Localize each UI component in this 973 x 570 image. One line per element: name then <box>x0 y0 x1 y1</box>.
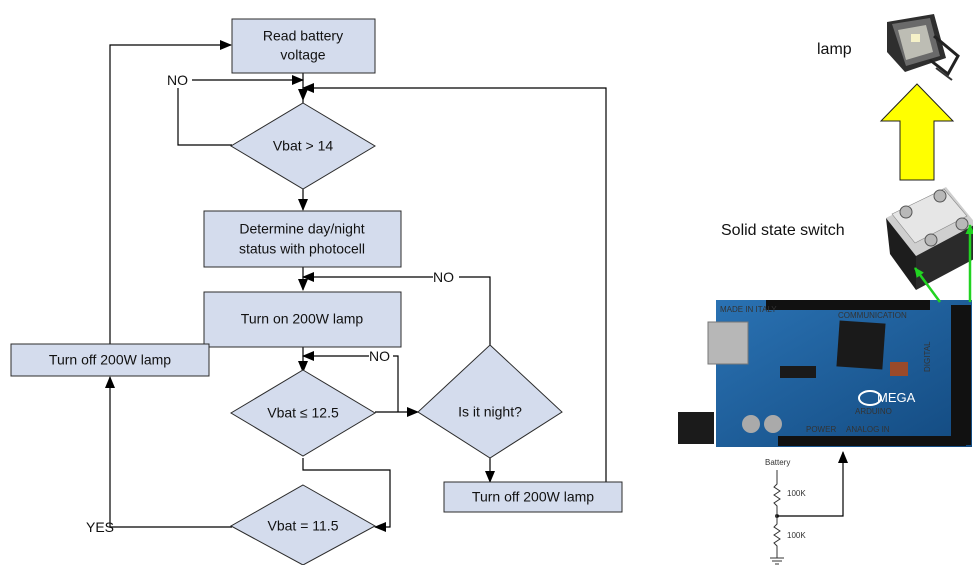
arduino-logo-icon <box>858 390 882 406</box>
usb-port <box>707 321 749 365</box>
board-body <box>716 300 972 447</box>
vbat-gt-14-text: Vbat > 14 <box>273 138 334 154</box>
resistor-bottom-icon <box>773 516 781 558</box>
mega-text: MEGA <box>877 390 916 405</box>
side-header <box>951 305 971 445</box>
lamp-label: lamp <box>817 41 852 58</box>
read-battery-line2: voltage <box>280 47 325 63</box>
resistor-top-icon <box>773 470 781 516</box>
node-vbat-le-125: Vbat ≤ 12.5 <box>230 369 376 457</box>
node-is-night: Is it night? <box>417 344 563 459</box>
turn-off-bottom-text: Turn off 200W lamp <box>472 489 594 505</box>
edge-night-no-loop <box>302 272 491 345</box>
turn-off-left-box <box>10 343 210 377</box>
edge-labels: NO NO NO YES <box>86 72 459 535</box>
arduino-text: ARDUINO <box>855 407 892 416</box>
bottom-header <box>778 436 966 446</box>
turn-off-left-text: Turn off 200W lamp <box>49 352 171 368</box>
power-text: POWER <box>806 425 836 434</box>
node-read-battery: Read battery voltage <box>231 18 376 74</box>
no-top-bg <box>166 72 192 88</box>
arduino-board: MADE IN ITALY COMMUNICATION MEGA ARDUINO… <box>678 300 972 447</box>
vbat-le-125-diamond <box>230 369 376 457</box>
edge-no-loop-small <box>302 351 399 412</box>
lamp-group: lamp <box>817 14 960 81</box>
up-arrow-icon <box>879 83 955 181</box>
label-yes: YES <box>86 519 114 535</box>
reset-button <box>890 362 908 376</box>
power-jack <box>678 412 714 444</box>
edge-no-loop-vbat14 <box>177 75 304 146</box>
lamp-icon <box>887 14 960 81</box>
node-vbat-gt-14: Vbat > 14 <box>230 102 376 190</box>
vbat-eq-115-text: Vbat = 11.5 <box>268 518 339 534</box>
label-no-top: NO <box>167 72 188 88</box>
no-middle-bg <box>433 269 459 285</box>
node-turn-off-lamp-left: Turn off 200W lamp <box>10 343 210 377</box>
edge-yes-to-turnoff-left <box>105 376 232 528</box>
capacitor-2 <box>764 415 782 433</box>
read-battery-box <box>231 18 376 74</box>
determine-status-line1: Determine day/night <box>239 221 364 237</box>
turn-on-lamp-box <box>203 291 402 348</box>
green-signal-wires <box>913 224 973 303</box>
edge-turnoff-left-to-read <box>109 40 232 344</box>
vbat-gt-14-diamond <box>230 102 376 190</box>
solid-state-switch-group: Solid state switch <box>721 187 973 290</box>
label-no-small: NO <box>369 348 390 364</box>
top-header <box>766 300 930 310</box>
made-in-text: MADE IN ITALY <box>720 305 777 314</box>
determine-status-box <box>203 210 402 268</box>
is-night-text: Is it night? <box>458 404 522 420</box>
solid-state-switch-icon <box>886 187 973 290</box>
node-turn-off-lamp-bottom: Turn off 200W lamp <box>443 481 623 513</box>
small-chip <box>780 366 816 378</box>
determine-status-line2: status with photocell <box>239 241 365 257</box>
digital-text: DIGITAL <box>923 341 932 372</box>
turn-on-lamp-text: Turn on 200W lamp <box>241 311 364 327</box>
divider-to-analog-wire <box>777 451 848 517</box>
no-small-bg <box>369 348 393 364</box>
resistor-bottom-label: 100K <box>787 531 806 540</box>
microcontroller-chip <box>836 320 886 370</box>
switch-label: Solid state switch <box>721 222 845 239</box>
is-night-diamond <box>417 344 563 459</box>
vbat-le-125-text: Vbat ≤ 12.5 <box>267 405 339 421</box>
capacitor-1 <box>742 415 760 433</box>
communication-text: COMMUNICATION <box>838 311 907 320</box>
node-vbat-eq-115: Vbat = 11.5 <box>229 484 377 566</box>
analog-in-text: ANALOG IN <box>846 425 890 434</box>
resistor-top-label: 100K <box>787 489 806 498</box>
read-battery-line1: Read battery <box>263 28 343 44</box>
node-determine-status: Determine day/night status with photocel… <box>203 210 402 268</box>
ground-icon <box>770 557 784 565</box>
flowchart-edges <box>105 40 607 532</box>
label-no-middle: NO <box>433 269 454 285</box>
edge-turnoff-to-top <box>302 83 607 497</box>
battery-label: Battery <box>765 458 790 467</box>
edge-vbat125-to-vbat115 <box>302 458 391 532</box>
node-turn-on-lamp: Turn on 200W lamp <box>203 291 402 348</box>
turn-off-bottom-box <box>443 481 623 513</box>
voltage-divider: Battery 100K 100K <box>765 451 848 565</box>
